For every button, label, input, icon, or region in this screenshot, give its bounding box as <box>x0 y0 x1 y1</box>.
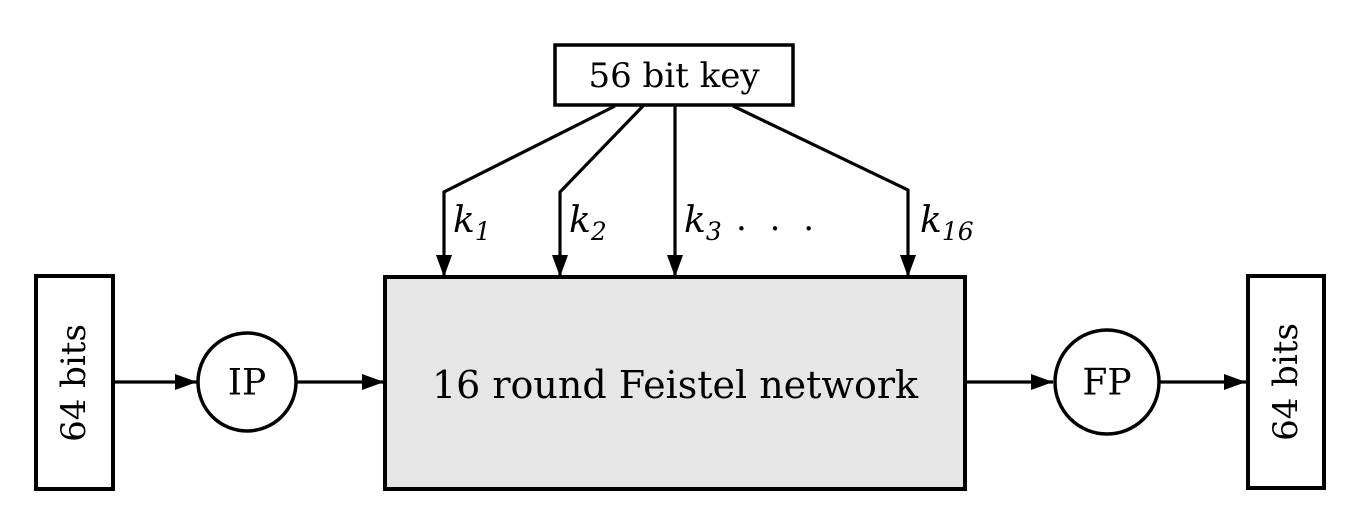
fp-node-label: FP <box>1082 363 1131 404</box>
subkey-k2-base: k <box>569 200 591 241</box>
output-box-label: 64 bits <box>1266 323 1306 441</box>
subkey-arrow-k16 <box>732 104 916 277</box>
subkey-label-k2: k2 <box>569 200 607 246</box>
key-box <box>553 43 795 107</box>
input-box-label: 64 bits <box>54 324 94 442</box>
subkey-k2-sub: 2 <box>590 217 607 246</box>
subkey-k3-sub: 3 <box>706 217 722 246</box>
subkey-arrow-k1 <box>436 104 616 277</box>
subkey-k3-base: k <box>684 200 706 241</box>
subkey-arrow-k2 <box>552 104 645 277</box>
feistel-box-label: 16 round Feistel network <box>432 363 919 407</box>
subkey-label-k16: k16 <box>920 200 974 246</box>
ip-node <box>196 331 298 433</box>
output-box <box>1246 274 1326 490</box>
subkey-k16-base: k <box>920 200 942 241</box>
subkey-k1-sub: 1 <box>475 217 491 246</box>
input-box <box>34 274 115 491</box>
key-box-label: 56 bit key <box>588 56 760 96</box>
subkey-label-k3: k3 <box>684 200 722 246</box>
subkey-k1-base: k <box>453 200 475 241</box>
subkey-k16-sub: 16 <box>942 217 974 246</box>
subkey-ellipsis: . . . <box>736 199 820 239</box>
subkey-label-k1: k1 <box>453 200 491 246</box>
ip-node-label: IP <box>228 363 266 404</box>
